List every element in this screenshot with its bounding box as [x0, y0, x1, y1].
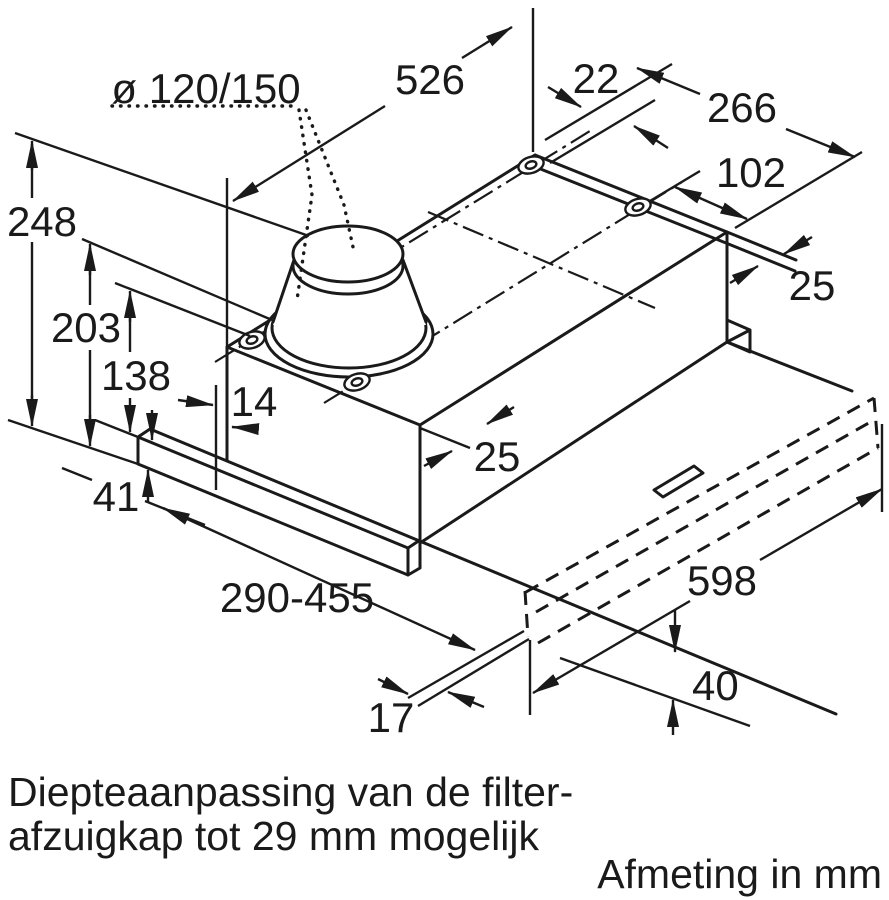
- footnotes: Diepteaanpassing van de filter- afzuigka…: [8, 769, 882, 897]
- pullout-visor-dashed: [523, 396, 880, 645]
- mounting-holes: [238, 155, 652, 392]
- screw-hole: [517, 155, 545, 175]
- visor-handle: [652, 464, 705, 499]
- label-top-width: 526: [395, 56, 465, 103]
- label-front-edge-offset: 25: [474, 433, 521, 480]
- diameter-leader-dots: [110, 104, 355, 302]
- units-note: Afmeting in mm: [597, 851, 882, 897]
- label-base-height: 41: [93, 473, 140, 520]
- label-visor-height: 40: [692, 662, 739, 709]
- label-height-with-base: 203: [51, 304, 121, 351]
- label-hole-spacing: 102: [716, 149, 786, 196]
- label-side-clearance: 14: [231, 378, 278, 425]
- label-back-edge-offset: 25: [789, 262, 836, 309]
- screw-hole: [238, 330, 266, 350]
- label-total-height: 248: [7, 198, 77, 245]
- label-duct-diameter: ø 120/150: [111, 65, 300, 112]
- duct-collar: [263, 224, 435, 379]
- label-body-height: 138: [101, 352, 171, 399]
- dimension-labels: ø 120/150 526 22 266 102 25 248 203 138 …: [7, 55, 835, 741]
- note-line1: Diepteaanpassing van de filter-: [8, 769, 573, 815]
- dimension-arrows: [26, 25, 883, 735]
- screw-hole: [343, 372, 371, 392]
- mounting-bracket: [725, 318, 752, 354]
- note-line2: afzuigkap tot 29 mm mogelijk: [8, 813, 539, 859]
- label-visor-gap: 17: [368, 694, 415, 741]
- label-hole-edge-offset: 22: [573, 55, 620, 102]
- screw-hole: [624, 197, 652, 217]
- label-mount-depth: 266: [707, 84, 777, 131]
- label-depth-range: 290-455: [220, 574, 374, 621]
- label-visor-width: 598: [687, 557, 757, 604]
